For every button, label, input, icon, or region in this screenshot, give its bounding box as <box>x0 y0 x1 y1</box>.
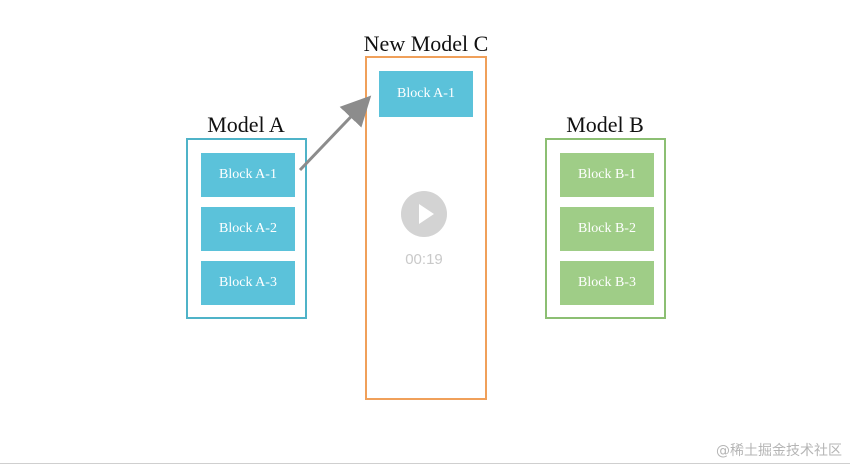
model-a-container: Block A-1 Block A-2 Block A-3 <box>186 138 307 319</box>
watermark: @稀土掘金技术社区 <box>716 443 842 459</box>
block-b-2: Block B-2 <box>560 207 654 251</box>
model-c-label: New Model C <box>363 31 489 56</box>
bottom-divider <box>0 463 850 464</box>
block-a-2: Block A-2 <box>201 207 295 251</box>
block-a-3: Block A-3 <box>201 261 295 305</box>
block-b-3: Block B-3 <box>560 261 654 305</box>
block-a-1: Block A-1 <box>201 153 295 197</box>
play-icon <box>418 204 434 224</box>
model-b-container: Block B-1 Block B-2 Block B-3 <box>545 138 666 319</box>
model-b-label: Model B <box>566 112 644 137</box>
play-button[interactable] <box>401 191 447 237</box>
model-a-label: Model A <box>207 112 285 137</box>
copy-arrow-line <box>298 95 372 172</box>
block-b-1: Block B-1 <box>560 153 654 197</box>
video-timestamp: 00:19 <box>405 251 443 268</box>
block-c-a-1: Block A-1 <box>379 71 473 117</box>
model-c-container: Block A-1 <box>365 56 487 400</box>
